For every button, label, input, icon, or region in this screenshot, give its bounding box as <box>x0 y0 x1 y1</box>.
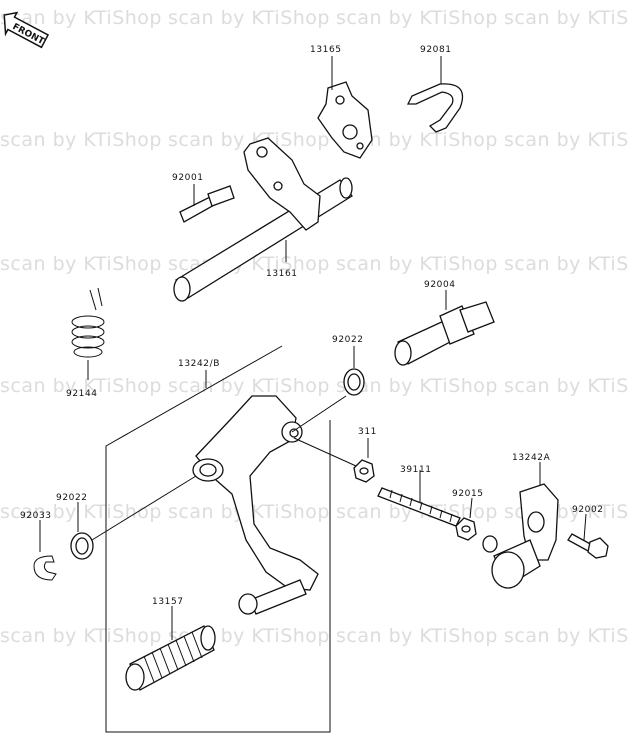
torsion-spring <box>71 287 105 358</box>
watermark: scan by KTiShop <box>168 7 330 29</box>
watermark: scan by KTiShop <box>504 7 630 29</box>
label-92004: 92004 <box>424 280 456 290</box>
watermark: scan by KTiShop <box>168 129 330 151</box>
label-92001: 92001 <box>172 173 204 183</box>
watermark: scan by KTiShop <box>0 7 162 29</box>
hex-bolt <box>567 533 609 559</box>
bolt <box>179 185 235 223</box>
label-13161: 13161 <box>266 269 298 279</box>
label-13165: 13165 <box>310 45 342 55</box>
watermark: scan by KTiShop <box>0 253 162 275</box>
nut <box>353 459 375 483</box>
washer-upper <box>343 368 365 396</box>
label-13242b: 13242/B <box>178 359 220 369</box>
watermark: scan by KTiShop <box>0 129 162 151</box>
label-39111: 39111 <box>400 465 432 475</box>
label-92022-lower: 92022 <box>56 493 88 503</box>
label-92081: 92081 <box>420 45 452 55</box>
watermark: scan by KTiShop <box>0 625 162 647</box>
shift-shaft <box>173 137 353 302</box>
watermark: scan by KTiShop <box>504 375 630 397</box>
watermark: scan by KTiShop <box>504 253 630 275</box>
label-13157: 13157 <box>152 597 184 607</box>
label-311: 311 <box>358 427 377 437</box>
spring-clip <box>406 83 464 133</box>
label-92002: 92002 <box>572 505 604 515</box>
watermark: scan by KTiShop <box>504 129 630 151</box>
pedal-rubber <box>125 625 216 691</box>
watermark: scan by KTiShop <box>0 375 162 397</box>
label-13242a: 13242A <box>512 453 551 463</box>
rod-end-joint <box>482 483 559 589</box>
shift-plate <box>317 81 373 159</box>
watermark: scan by KTiShop <box>336 253 498 275</box>
watermark: scan by KTiShop <box>336 625 498 647</box>
label-92144: 92144 <box>66 389 98 399</box>
assembly-frame <box>105 345 331 733</box>
watermark: scan by KTiShop <box>0 501 162 523</box>
circlip <box>33 555 57 581</box>
pivot-pin <box>394 301 495 366</box>
watermark: scan by KTiShop <box>504 625 630 647</box>
watermark: scan by KTiShop <box>336 7 498 29</box>
label-92033: 92033 <box>20 511 52 521</box>
washer-lower <box>70 532 94 560</box>
watermark: scan by KTiShop <box>168 375 330 397</box>
watermark: scan by KTiShop <box>336 129 498 151</box>
watermark-layer: scan by KTiShop scan by KTiShop scan by … <box>0 7 630 647</box>
watermark: scan by KTiShop <box>336 375 498 397</box>
label-92022-upper: 92022 <box>332 335 364 345</box>
lock-nut <box>455 517 477 541</box>
label-92015: 92015 <box>452 489 484 499</box>
